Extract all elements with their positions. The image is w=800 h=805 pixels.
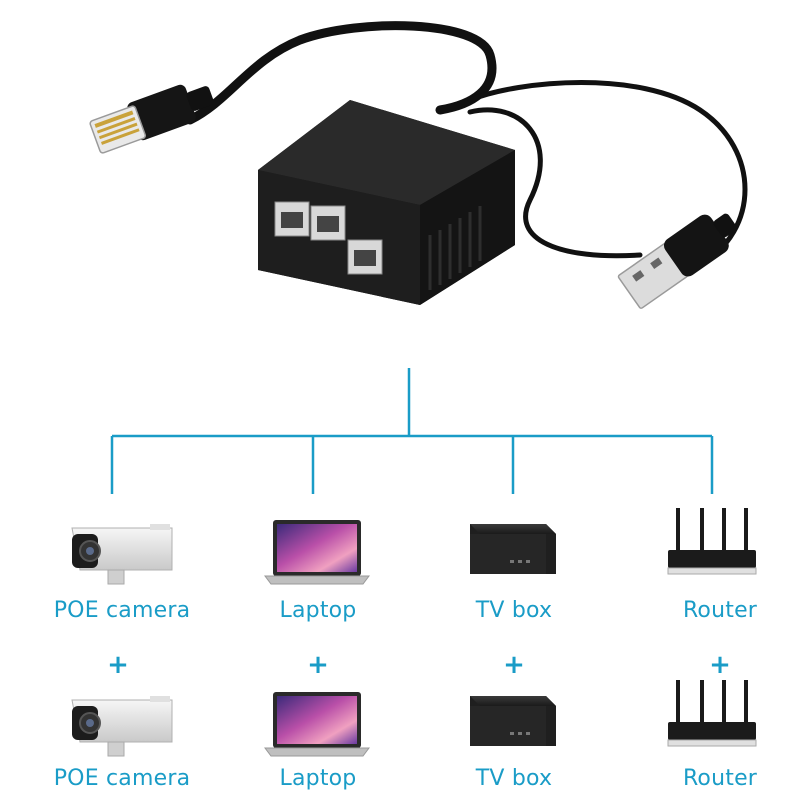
poe-camera-icon [71,524,173,585]
ethernet-port-2 [310,205,346,241]
laptop-icon [264,692,370,757]
usb-plug-icon [617,213,737,309]
router-icon [667,680,757,747]
ethernet-port-1 [274,201,310,237]
tv-box-icon [470,524,556,574]
rj45-plug-icon [89,84,214,154]
device-label-router-1: Router [682,598,758,623]
device-label-laptop-1: Laptop [279,598,357,623]
ethernet-port-3 [347,239,383,275]
usb-cable [467,80,748,268]
ethernet-cable [185,21,497,125]
device-label-tv-box-2: TV box [475,766,553,791]
plus-sign-2: + [307,650,329,680]
tv-box-icon [470,696,556,746]
plus-sign-3: + [503,650,525,680]
plus-sign-4: + [709,650,731,680]
device-label-poe-camera-2: POE camera [53,766,191,791]
plus-sign-1: + [107,650,129,680]
device-label-laptop-2: Laptop [279,766,357,791]
router-icon [667,508,757,575]
device-label-poe-camera-1: POE camera [53,598,191,623]
device-label-router-2: Router [682,766,758,791]
splitter-box-icon [258,100,515,305]
connector-tree [110,368,714,494]
poe-camera-icon [71,696,173,757]
device-label-tv-box-1: TV box [475,598,553,623]
laptop-icon [264,520,370,585]
splitter-product [89,21,748,309]
